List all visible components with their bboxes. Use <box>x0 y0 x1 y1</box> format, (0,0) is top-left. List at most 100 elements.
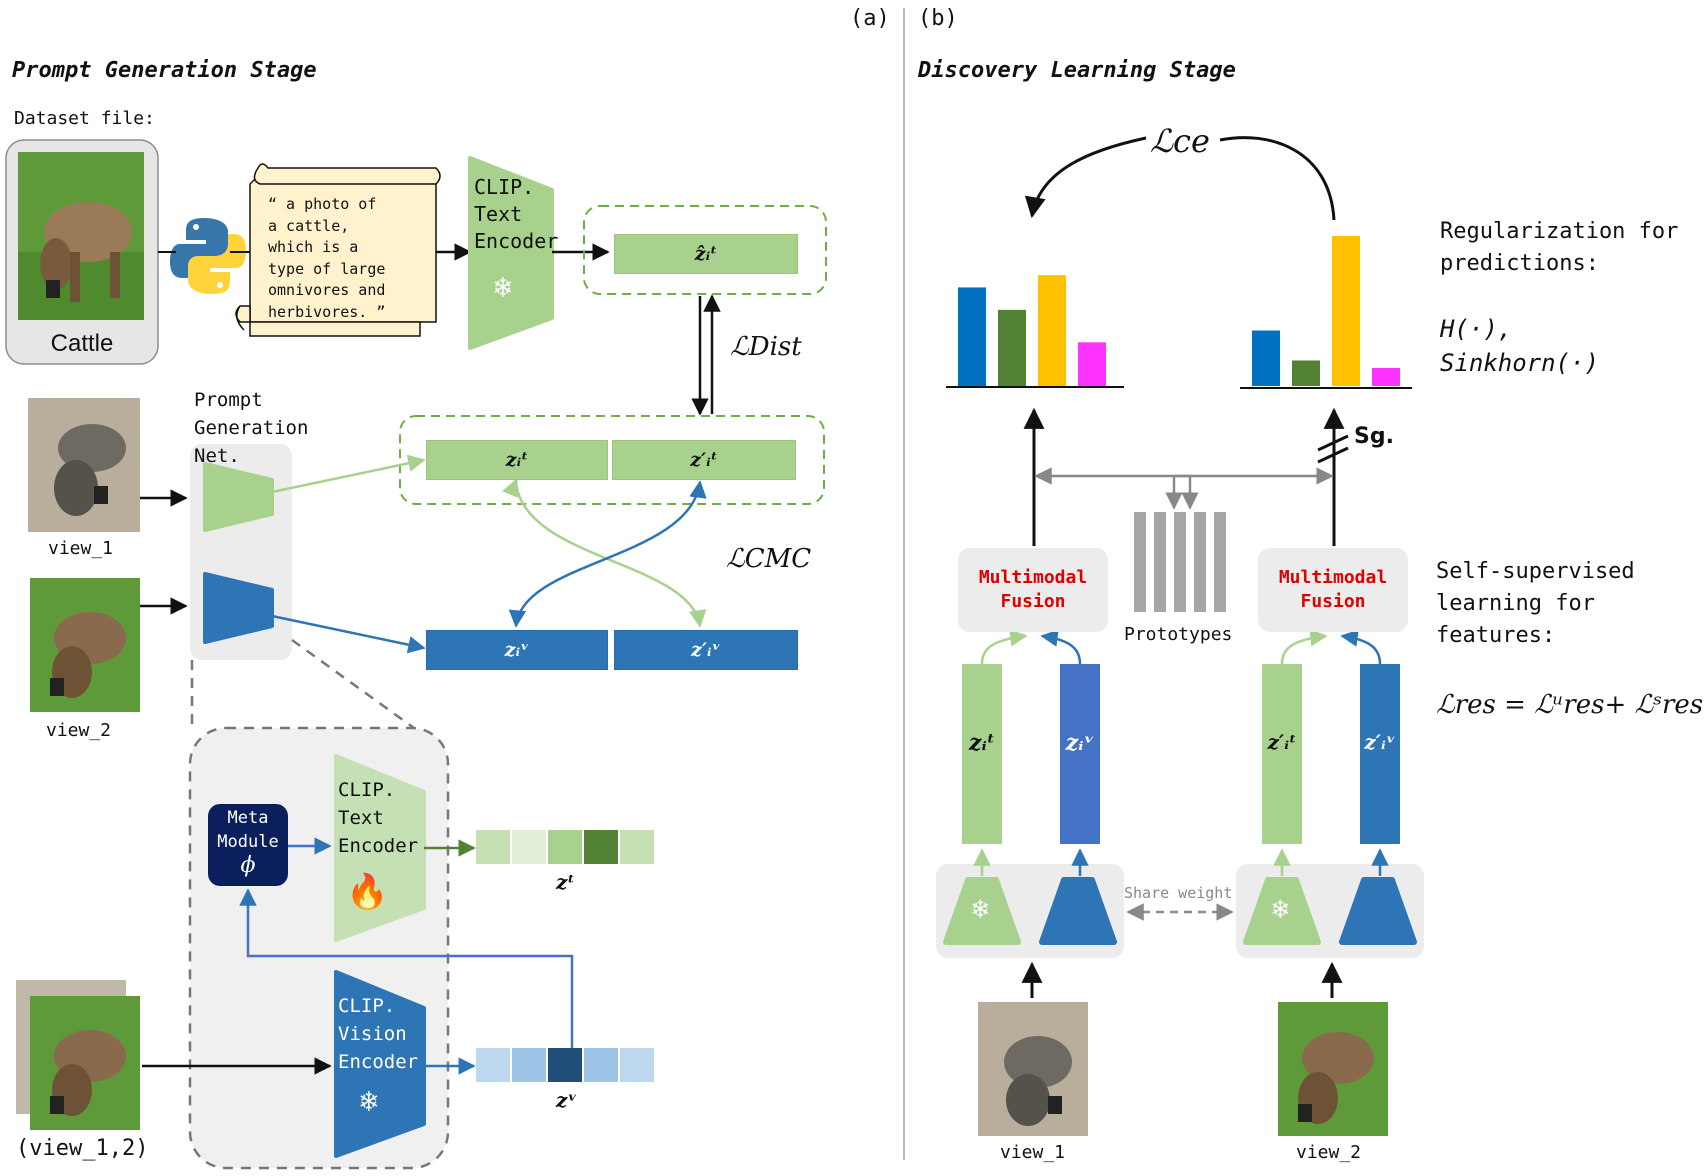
vision-vector-cell <box>620 1048 654 1082</box>
prediction-bar <box>1292 360 1320 386</box>
loss-ce: ℒce <box>1150 122 1210 160</box>
python-logo-icon <box>170 218 246 294</box>
clip-label-line: Vision <box>338 1023 407 1045</box>
text-vector-cell <box>512 830 546 864</box>
emb-zprime-t: z′ᵢᵗ <box>612 440 796 480</box>
vision-vector <box>476 1048 656 1082</box>
reg-func: H(·), <box>1440 315 1513 343</box>
dataset-class-label: Cattle <box>50 330 114 357</box>
text-vector-cell <box>620 830 654 864</box>
vision-prompt-head <box>203 572 274 644</box>
prompt-line: a cattle, <box>268 216 350 235</box>
prediction-bar <box>958 287 986 386</box>
loss-cmc: ℒCMC <box>726 544 812 574</box>
meta-module-label: Meta Module ϕ <box>208 806 288 878</box>
vision-vector-label: zᵛ <box>556 1088 578 1112</box>
text-vector-cell <box>584 830 618 864</box>
loss-dist: ℒDist <box>730 332 802 362</box>
clip-text-encoder-detail <box>334 754 426 942</box>
left-vision-encoder <box>1039 877 1117 945</box>
ssl-line: learning for <box>1436 591 1595 616</box>
prompt-line: herbivores. ” <box>268 302 386 321</box>
snowflake-icon: ❄ <box>1272 892 1289 925</box>
snowflake-icon: ❄ <box>494 270 513 305</box>
prototypes-label: Prototypes <box>1124 624 1233 645</box>
panel-label-a: (a) <box>850 6 890 31</box>
meta-line: Module <box>217 832 279 852</box>
share-weight-label: Share weight <box>1124 884 1233 902</box>
regularization-funcs: H(·), Sinkhorn(·) <box>1440 312 1599 380</box>
prediction-bar <box>1078 342 1106 386</box>
clip-label-line: CLIP. <box>338 779 396 801</box>
net-label-line: Net. <box>194 445 240 467</box>
ssl-line: Self-supervised <box>1436 559 1635 584</box>
fusion-line: Fusion <box>1300 591 1366 612</box>
right-view1-image <box>978 1002 1088 1136</box>
vision-vector-cell <box>476 1048 510 1082</box>
clip-text-encoder-top <box>468 156 554 350</box>
prediction-bar <box>1038 275 1066 386</box>
left-prediction-bars <box>958 275 1106 386</box>
col-z-t-left: zᵢᵗ <box>969 730 995 756</box>
prompt-scroll <box>235 163 441 337</box>
net-label-line: Generation <box>194 417 309 439</box>
vision-vector-cell <box>548 1048 582 1082</box>
text-vector-cell <box>476 830 510 864</box>
snowflake-icon: ❄ <box>360 1084 379 1119</box>
prediction-bar <box>1252 330 1280 386</box>
clip-label-line: CLIP. <box>474 175 535 199</box>
right-left-zt-bar <box>962 664 1002 844</box>
right-left-zv-bar <box>1060 664 1100 844</box>
view12-front-image <box>30 996 140 1130</box>
snowflake-icon: ❄ <box>972 892 989 925</box>
clip-text-encoder-detail-label: CLIP. Text Encoder <box>338 776 418 860</box>
reg-line: predictions: <box>1440 251 1599 276</box>
view2-label: view_2 <box>46 720 112 741</box>
vision-vector-cell <box>512 1048 546 1082</box>
dataset-cow-image <box>18 152 144 320</box>
loss-res: ℒres = ℒᵘres+ ℒˢres <box>1436 690 1704 720</box>
view1-label: view_1 <box>48 538 114 559</box>
clip-label-line: Encoder <box>338 835 419 857</box>
prediction-bar <box>998 309 1026 386</box>
emb-z-t: zᵢᵗ <box>426 440 608 480</box>
net-label-line: Prompt <box>194 389 263 411</box>
clip-label-line: Encoder <box>474 229 559 253</box>
meta-line: Meta <box>227 808 269 828</box>
text-prompt-head <box>203 462 274 532</box>
right-view2-image <box>1278 1002 1388 1136</box>
clip-label-line: Encoder <box>338 1051 419 1073</box>
prompt-text: “ a photo of a cattle, which is a type o… <box>268 194 385 323</box>
zhat-dashed-box <box>583 205 827 295</box>
dataset-file-label: Dataset file: <box>14 108 155 129</box>
view12-label: (view_1,2) <box>16 1136 149 1161</box>
emb-zhat-t: ẑᵢᵗ <box>614 234 798 274</box>
emb-zprime-v: z′ᵢᵛ <box>614 630 798 670</box>
right-view1-label: view_1 <box>1000 1142 1066 1163</box>
meta-phi: ϕ <box>240 853 256 878</box>
right-vision-encoder <box>1339 877 1417 945</box>
regularization-text: Regularization for predictions: <box>1440 216 1678 280</box>
col-z-t-right: z′ᵢᵗ <box>1267 730 1297 754</box>
text-vector-cell <box>548 830 582 864</box>
right-text-encoder <box>1243 877 1321 945</box>
clip-label-line: Text <box>474 202 523 226</box>
clip-label-line: CLIP. <box>338 995 396 1017</box>
clip-vision-encoder-detail-label: CLIP. Vision Encoder <box>338 992 418 1076</box>
prototypes-stack <box>1134 512 1226 612</box>
view2-image <box>30 578 140 712</box>
prediction-bar <box>1372 368 1400 386</box>
ssl-text: Self-supervised learning for features: <box>1436 556 1635 652</box>
col-z-v-right: z′ᵢᵛ <box>1364 730 1396 754</box>
text-vector <box>476 830 656 864</box>
prompt-line: omnivores and <box>268 281 386 299</box>
fusion-line: Fusion <box>1000 591 1066 612</box>
emb-z-v: zᵢᵛ <box>426 630 608 670</box>
left-multimodal-fusion: Multimodal Fusion <box>958 548 1108 632</box>
reg-line: Regularization for <box>1440 219 1679 244</box>
fusion-line: Multimodal <box>1278 567 1388 588</box>
meta-module <box>208 804 288 886</box>
vision-vector-cell <box>584 1048 618 1082</box>
prompt-line: “ a photo of <box>268 195 377 213</box>
